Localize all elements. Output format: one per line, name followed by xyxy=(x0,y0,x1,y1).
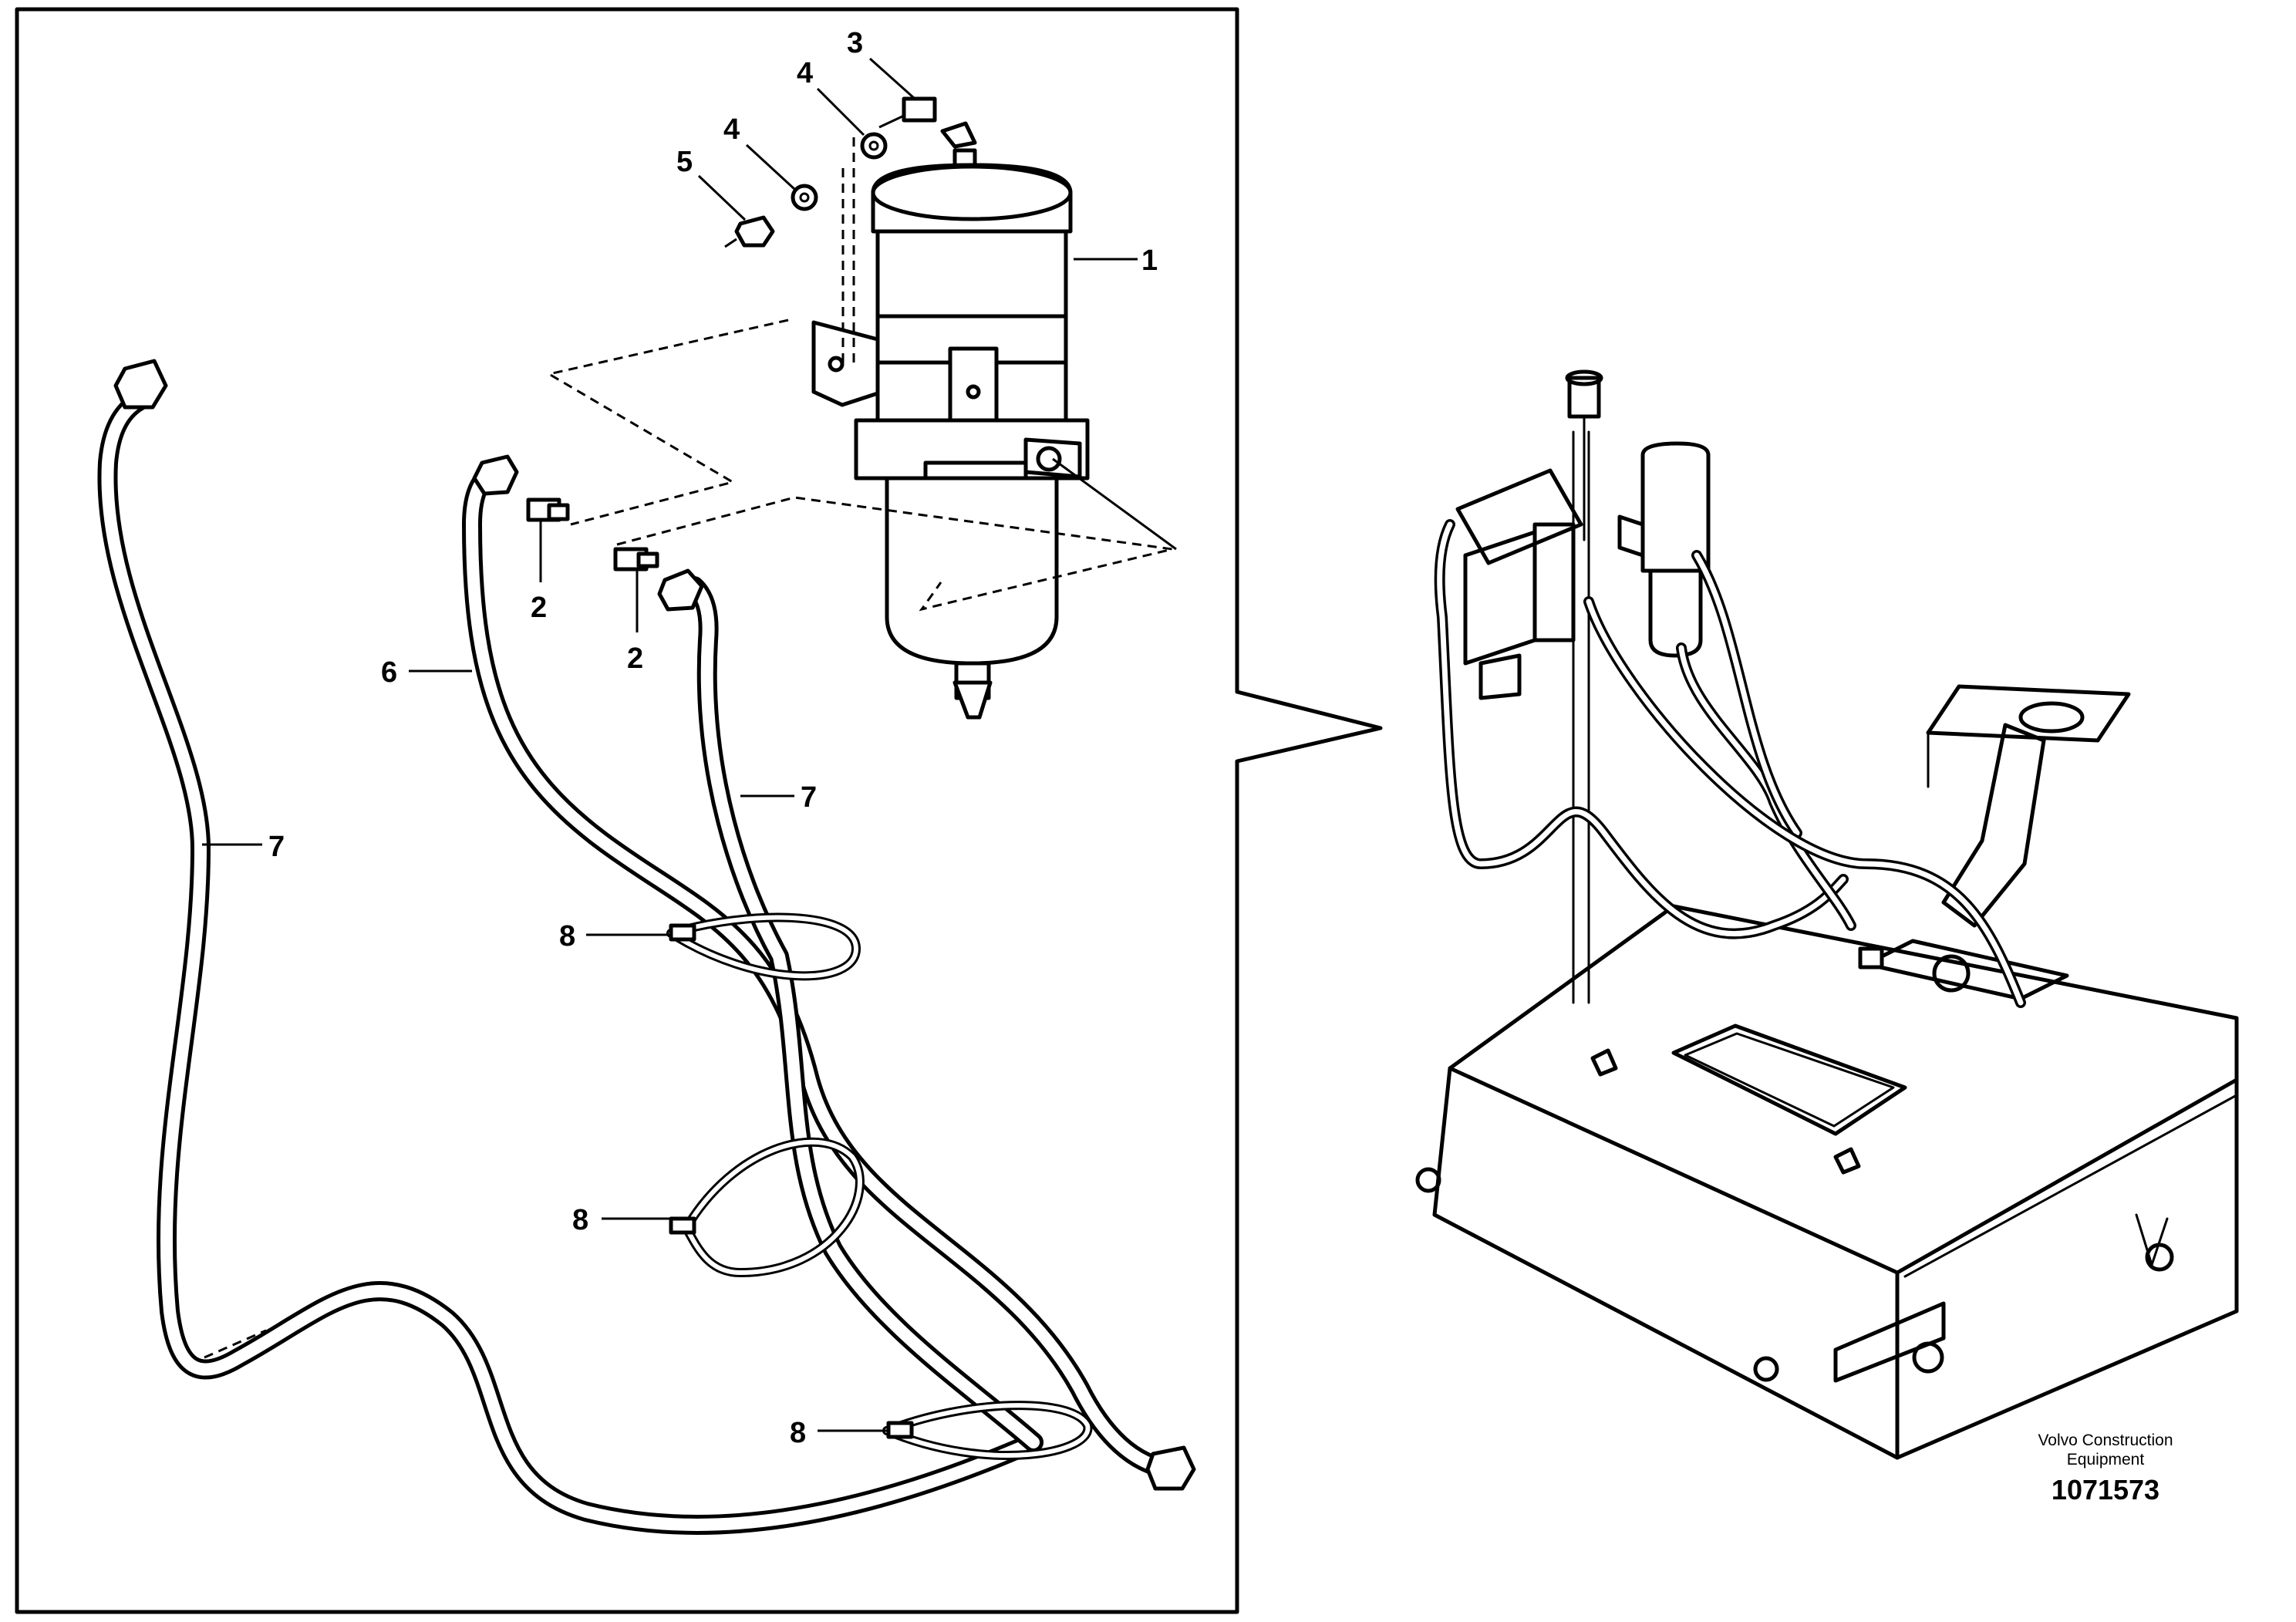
callout-3: 3 xyxy=(847,27,863,59)
publisher-name-line2: Equipment xyxy=(2066,1451,2145,1469)
pump-assembly-overview xyxy=(1455,369,1603,1004)
fitting-2b xyxy=(613,547,659,572)
filler-neck-overview xyxy=(1926,684,2131,928)
exploded-outline xyxy=(545,319,789,526)
document-number: 1071573 xyxy=(2051,1474,2160,1506)
callout-8-lower: 8 xyxy=(790,1417,806,1449)
cable-tie-upper xyxy=(666,912,861,981)
hose-7-short xyxy=(657,568,1043,1452)
filter-overview xyxy=(1617,441,1711,658)
fitting-2a xyxy=(526,497,570,522)
callout-8-upper: 8 xyxy=(559,920,575,953)
callout-4-upper: 4 xyxy=(797,57,813,89)
cable-tie-middle xyxy=(669,1137,865,1278)
callout-6: 6 xyxy=(381,656,397,689)
callout-4-lower: 4 xyxy=(723,113,740,146)
callout-5: 5 xyxy=(676,146,693,178)
overview-hoses xyxy=(1434,519,2026,1008)
callout-7-left: 7 xyxy=(268,831,285,863)
callout-2-left: 2 xyxy=(531,592,547,624)
detail-frame xyxy=(15,7,1383,1614)
publisher-name-line1: Volvo Construction xyxy=(2038,1431,2173,1449)
mounting-hardware xyxy=(724,96,1177,551)
fuel-filter xyxy=(811,121,1090,720)
callout-8-middle: 8 xyxy=(572,1204,588,1236)
callout-7-right: 7 xyxy=(801,781,817,814)
cable-tie-lower xyxy=(882,1401,1093,1460)
hose-long-7 xyxy=(97,359,1043,1535)
callout-1: 1 xyxy=(1141,244,1158,277)
hose-6 xyxy=(462,454,1196,1491)
publisher-block: Volvo Construction Equipment 1071573 xyxy=(2005,1431,2206,1506)
fuel-tank-overview xyxy=(1415,904,2239,1460)
callout-2-right: 2 xyxy=(627,642,643,675)
exploded-outline-2 xyxy=(616,496,1173,612)
